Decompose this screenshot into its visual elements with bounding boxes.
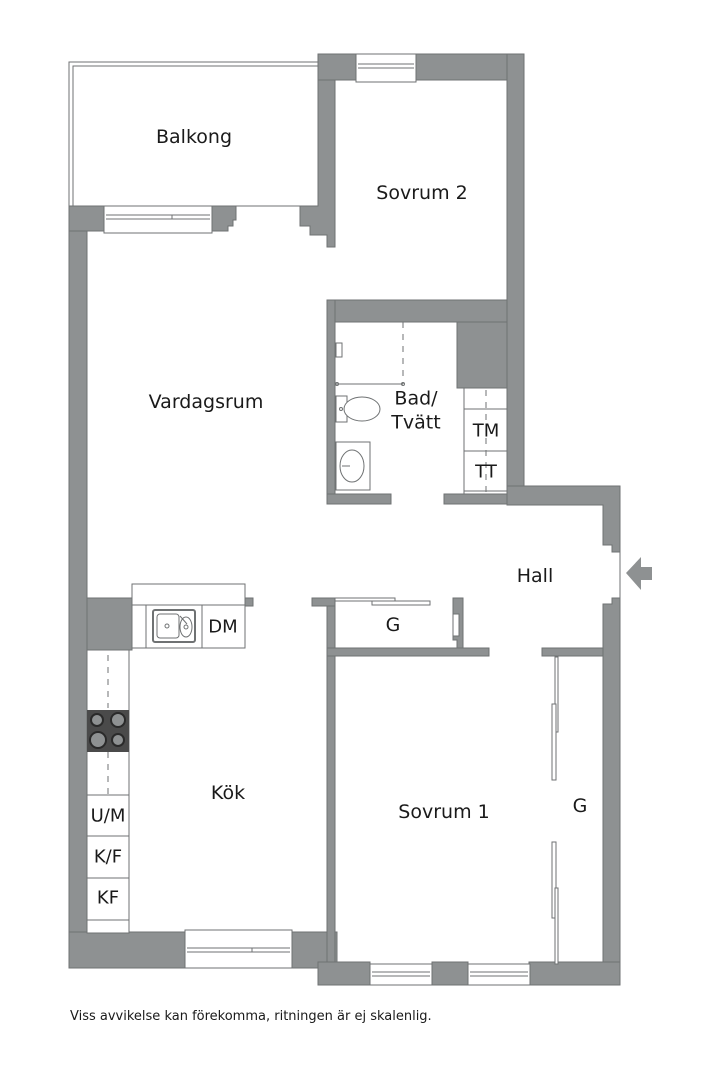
kitchen-counter-left — [86, 649, 130, 934]
disclaimer-text: Viss avvikelse kan förekomma, ritningen … — [70, 1009, 432, 1024]
stove-icon — [87, 710, 129, 752]
room-label-vardagsrum: Vardagsrum — [148, 391, 264, 414]
appliance-label-kf: KF — [96, 887, 120, 909]
laundry-cabinet — [463, 387, 508, 495]
room-label-balkong: Balkong — [155, 126, 233, 149]
wardrobe-sliding-doors — [551, 656, 559, 965]
appliance-label-tt: TT — [475, 461, 497, 483]
room-label-garderob-hall: G — [385, 614, 401, 637]
appliance-label-um: U/M — [90, 805, 126, 827]
room-label-kok: Kök — [210, 782, 246, 805]
appliance-label-kf-slash: K/F — [93, 846, 123, 868]
kitchen-sink-icon — [152, 609, 196, 643]
room-label-tvatt: Tvätt — [391, 411, 441, 433]
toilet-icon — [335, 395, 381, 423]
windows — [103, 53, 531, 986]
entrance-arrow-icon — [626, 557, 652, 590]
room-label-sovrum1: Sovrum 1 — [398, 801, 490, 824]
room-label-hall: Hall — [516, 565, 554, 588]
washbasin-icon — [335, 441, 371, 491]
appliance-label-tm: TM — [472, 420, 500, 442]
appliance-label-dm: DM — [208, 616, 238, 638]
room-label-garderob-sovrum1: G — [572, 795, 588, 818]
room-label-sovrum2: Sovrum 2 — [376, 182, 468, 205]
shower-icon — [335, 322, 405, 386]
room-label-bad-tvatt: Bad/ Tvätt — [391, 387, 440, 435]
walls — [68, 53, 621, 986]
room-label-bad: Bad/ — [394, 387, 438, 410]
closet-sliding-doors-hall — [334, 597, 460, 637]
